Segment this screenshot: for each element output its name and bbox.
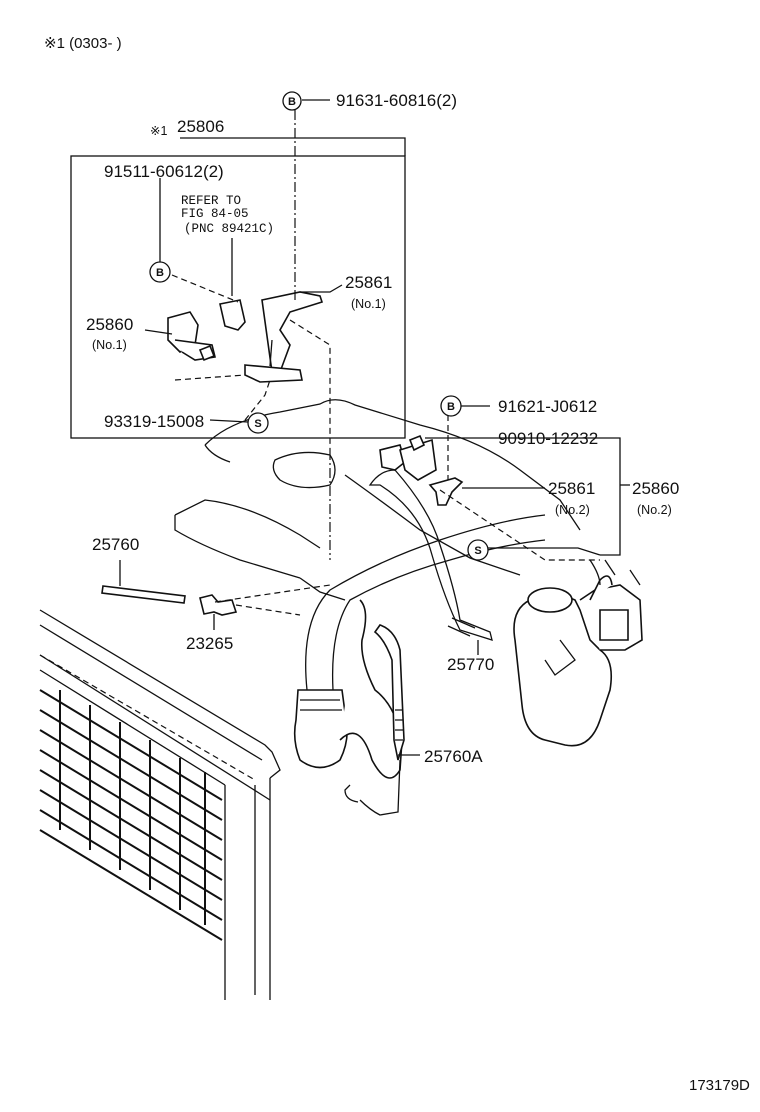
marker-b-right: B bbox=[440, 395, 462, 417]
bracket-no1-part bbox=[244, 291, 324, 383]
marker-s-inner: S bbox=[247, 412, 269, 434]
label-25861-no2-sub: (No.2) bbox=[555, 503, 590, 517]
engine-body-outline bbox=[174, 399, 581, 601]
label-25860-no2-sub: (No.2) bbox=[637, 503, 672, 517]
svg-text:S: S bbox=[254, 418, 261, 430]
label-group-mark: ※1 bbox=[150, 124, 167, 138]
label-91621-j0612: 91621-J0612 bbox=[498, 397, 597, 416]
pipe-25760a bbox=[373, 624, 405, 761]
label-90910-12232: 90910-12232 bbox=[498, 429, 598, 448]
pipe-25760 bbox=[101, 585, 186, 604]
svg-text:B: B bbox=[156, 267, 164, 279]
egr-hose-link bbox=[589, 559, 601, 586]
svg-text:S: S bbox=[474, 545, 481, 557]
sensor-23265 bbox=[199, 594, 238, 616]
leader-lines bbox=[119, 99, 630, 756]
egr-valve-assembly bbox=[513, 559, 643, 747]
refer-line-1: REFER TO bbox=[181, 194, 241, 208]
assembly-group-box bbox=[70, 155, 406, 439]
svg-text:B: B bbox=[288, 96, 296, 108]
refer-line-3: (PNC 89421C) bbox=[184, 222, 274, 236]
label-25806: 25806 bbox=[177, 117, 224, 136]
label-93319-15008: 93319-15008 bbox=[104, 412, 204, 431]
label-25860-no1-sub: (No.1) bbox=[92, 338, 127, 352]
refer-line-2: FIG 84-05 bbox=[181, 207, 249, 221]
label-91511-60612: 91511-60612(2) bbox=[104, 162, 224, 181]
label-25860-no2: 25860 bbox=[632, 479, 679, 498]
label-25860-no1: 25860 bbox=[86, 315, 133, 334]
label-25861-no1: 25861 bbox=[345, 273, 392, 292]
label-25861-no1-sub: (No.1) bbox=[351, 297, 386, 311]
vacuum-hose bbox=[368, 469, 493, 641]
label-23265: 23265 bbox=[186, 634, 233, 653]
radiator-grille bbox=[39, 609, 281, 1000]
vsv-no1-part bbox=[167, 299, 246, 362]
label-25760a: 25760A bbox=[424, 747, 483, 766]
applicability-note: ※1 (0303- ) bbox=[44, 35, 122, 52]
reference-lines bbox=[171, 110, 600, 616]
bracket-no2-part bbox=[428, 477, 464, 506]
label-91631-60816: 91631-60816(2) bbox=[336, 91, 457, 110]
marker-b-inner: B bbox=[149, 261, 171, 283]
vsv-no2-part bbox=[379, 434, 437, 481]
svg-text:B: B bbox=[447, 401, 455, 413]
marker-s-right: S bbox=[467, 539, 489, 561]
marker-b-top: B bbox=[282, 91, 302, 111]
air-duct-hose bbox=[293, 514, 546, 816]
figure-id: 173179D bbox=[689, 1077, 750, 1094]
label-25861-no2: 25861 bbox=[548, 479, 595, 498]
label-25760: 25760 bbox=[92, 535, 139, 554]
label-25770: 25770 bbox=[447, 655, 494, 674]
